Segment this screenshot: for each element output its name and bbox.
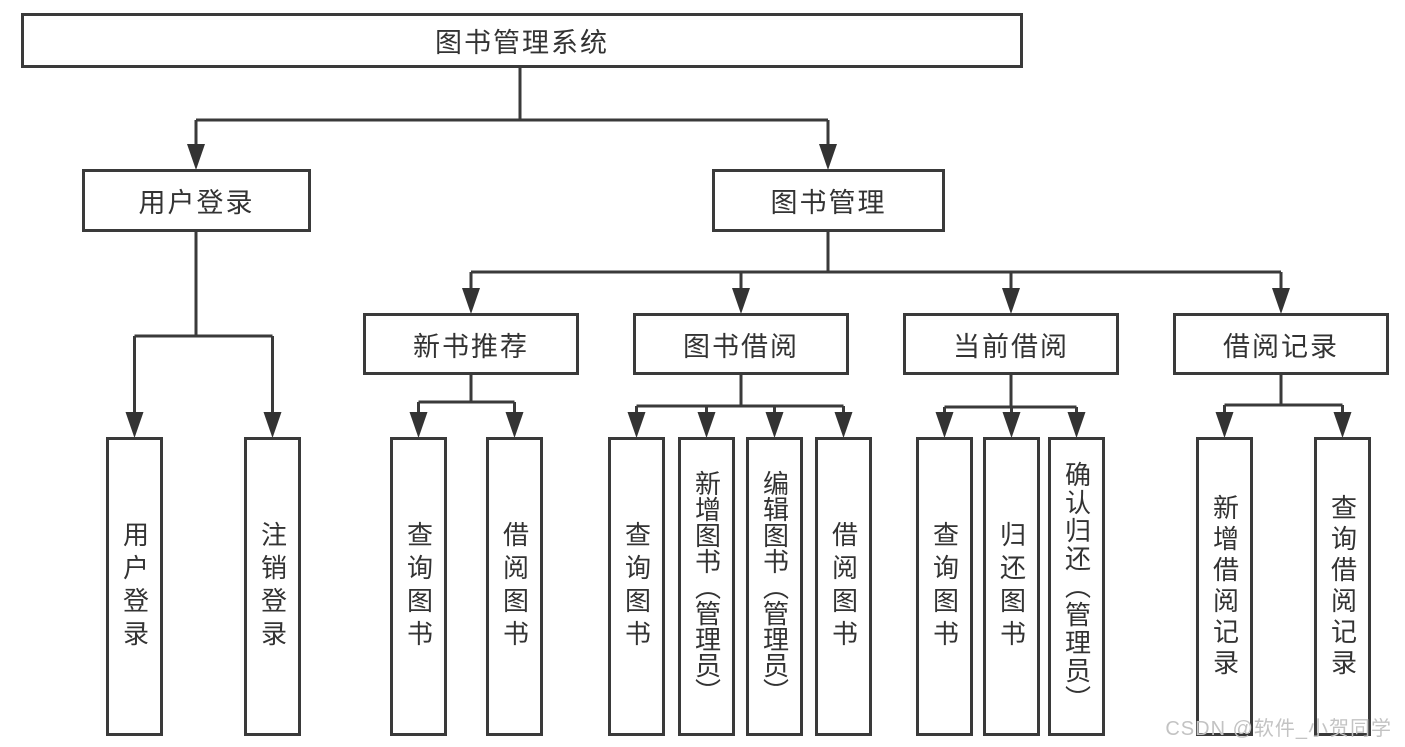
leaf-add-books-admin-label: 新增图书（管理员） [691, 469, 722, 704]
leaf-user-login-action-label: 用户登录 [119, 520, 150, 653]
leaf-current-query-books: 查询图书 [916, 437, 973, 736]
node-book-management-label: 图书管理 [770, 188, 887, 218]
node-book-borrow: 图书借阅 [633, 313, 849, 375]
leaf-query-borrow-record: 查询借阅记录 [1314, 437, 1371, 736]
leaf-newbook-borrow-books: 借阅图书 [486, 437, 543, 736]
arrowhead [505, 412, 524, 438]
leaf-newbook-borrow-books-label: 借阅图书 [499, 520, 530, 653]
node-book-management: 图书管理 [712, 169, 945, 232]
leaf-logout-action: 注销登录 [244, 437, 301, 736]
leaf-confirm-return-admin: 确认归还（管理员） [1048, 437, 1105, 736]
leaf-user-login-action: 用户登录 [106, 437, 163, 736]
arrowhead [1002, 412, 1021, 438]
node-borrow-record: 借阅记录 [1173, 313, 1389, 375]
leaf-return-books: 归还图书 [983, 437, 1040, 736]
node-current-borrow: 当前借阅 [903, 313, 1119, 375]
connector-new-book-to-leaves [417, 375, 516, 418]
leaf-edit-books-admin: 编辑图书（管理员） [746, 437, 803, 736]
arrowhead [1067, 412, 1086, 438]
arrowhead [834, 412, 853, 438]
arrowheads [125, 144, 1352, 438]
leaf-add-borrow-record-label: 新增借阅记录 [1209, 493, 1240, 680]
node-book-borrow-label: 图书借阅 [683, 331, 799, 362]
arrowhead [1272, 288, 1290, 314]
watermark-text: CSDN @软件_小贺同学 [1165, 718, 1392, 740]
leaf-return-books-label: 归还图书 [996, 520, 1027, 653]
connector-book-borrow-to-leaves [635, 375, 845, 418]
arrowhead [627, 412, 646, 438]
leaf-current-query-books-label: 查询图书 [929, 520, 960, 653]
leaf-borrow-books: 借阅图书 [815, 437, 872, 736]
arrowhead [765, 412, 784, 438]
leaf-borrow-query-books: 查询图书 [608, 437, 665, 736]
arrowhead [1002, 288, 1020, 314]
node-root-label: 图书管理系统 [435, 28, 609, 58]
arrowhead [819, 144, 837, 170]
arrowhead [263, 412, 282, 438]
arrowhead [409, 412, 428, 438]
leaf-newbook-query-books: 查询图书 [390, 437, 447, 736]
arrowhead [187, 144, 205, 170]
connector-borrow-record-to-leaves [1223, 375, 1344, 418]
node-borrow-record-label: 借阅记录 [1223, 331, 1339, 362]
leaf-add-borrow-record: 新增借阅记录 [1196, 437, 1253, 736]
leaf-logout-action-label: 注销登录 [257, 520, 288, 653]
connector-user-login-to-leaves [133, 232, 274, 418]
arrowhead [697, 412, 716, 438]
connector-root-to-level2 [194, 68, 830, 150]
arrowhead [1333, 412, 1352, 438]
leaf-edit-books-admin-label: 编辑图书（管理员） [759, 469, 790, 704]
arrowhead [732, 288, 750, 314]
node-user-login-label: 用户登录 [138, 188, 255, 218]
arrowhead [1215, 412, 1234, 438]
leaf-confirm-return-admin-label: 确认归还（管理员） [1061, 460, 1092, 713]
leaf-query-borrow-record-label: 查询借阅记录 [1327, 493, 1358, 680]
node-current-borrow-label: 当前借阅 [953, 331, 1069, 362]
connector-book-mgmt-to-level3 [469, 232, 1283, 294]
node-new-book-recommend-label: 新书推荐 [413, 331, 529, 362]
leaf-newbook-query-books-label: 查询图书 [403, 520, 434, 653]
leaf-borrow-books-label: 借阅图书 [828, 520, 859, 653]
connector-current-borrow-to-leaves [943, 375, 1078, 418]
leaf-borrow-query-books-label: 查询图书 [621, 520, 652, 653]
node-root: 图书管理系统 [21, 13, 1023, 68]
node-new-book-recommend: 新书推荐 [363, 313, 579, 375]
arrowhead [462, 288, 480, 314]
node-user-login: 用户登录 [82, 169, 311, 232]
arrowhead [125, 412, 144, 438]
leaf-add-books-admin: 新增图书（管理员） [678, 437, 735, 736]
arrowhead [935, 412, 954, 438]
